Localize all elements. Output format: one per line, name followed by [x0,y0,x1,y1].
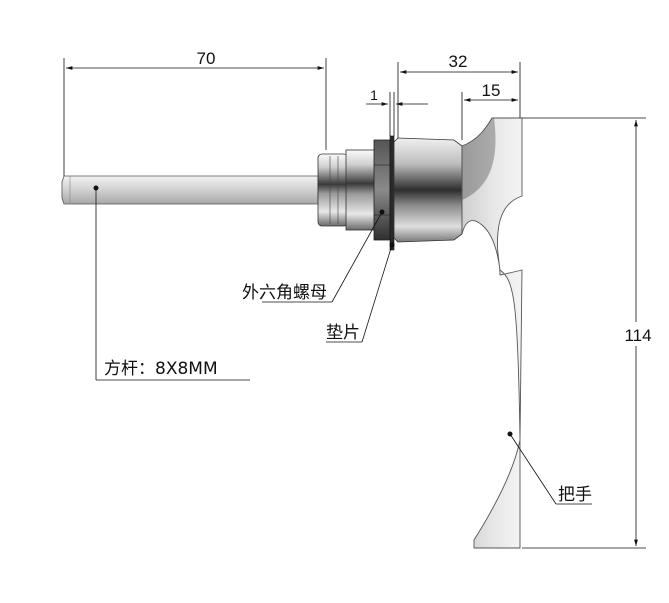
lock-body [393,137,463,243]
dim-label-15: 15 [482,81,501,100]
callout-handle: 把手 [507,431,592,505]
dim-label-1: 1 [370,87,378,103]
callout-square-shaft: 方杆：8X8MM [93,185,250,381]
dimension-body-length: 32 [397,52,521,138]
threaded-barrel [345,149,377,231]
lock-cylinder-end [317,153,349,227]
dimension-handle-height: 114 [522,117,662,549]
label-square-shaft: 方杆：8X8MM [104,359,218,379]
dim-label-32: 32 [449,52,468,71]
dimension-washer-thickness: 1 [366,87,428,136]
dimension-shaft-length: 70 [63,49,327,176]
dimension-handle-offset: 15 [461,81,518,140]
label-hex-nut: 外六角螺母 [242,283,327,303]
dim-label-70: 70 [197,49,216,68]
square-shaft [61,175,319,205]
callout-hex-nut: 外六角螺母 [242,209,385,303]
washer [389,135,395,251]
hex-nut [373,139,391,241]
dim-label-114: 114 [624,326,651,345]
handle [461,117,523,549]
label-washer: 垫片 [326,323,360,343]
callout-washer: 垫片 [326,242,395,343]
label-handle: 把手 [558,485,592,505]
